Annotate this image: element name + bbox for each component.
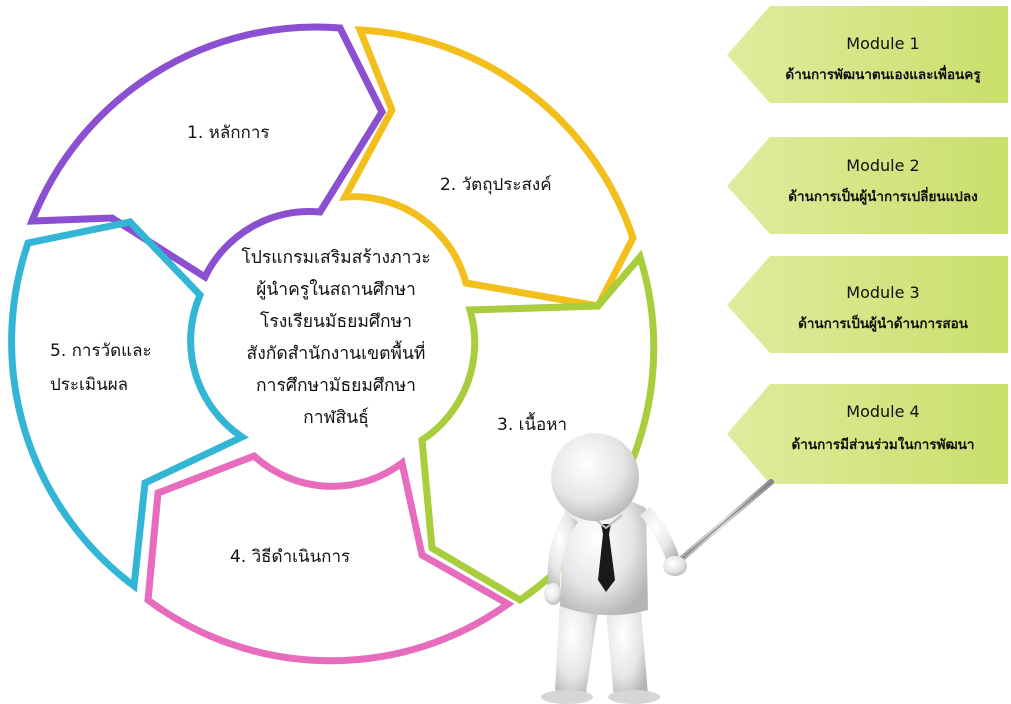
module-2-subtitle: ด้านการเป็นผู้นำการเปลี่ยนแปลง <box>788 186 977 205</box>
segment-1-label: 1. หลักการ <box>187 123 270 143</box>
module-1-subtitle: ด้านการพัฒนาตนเองและเพื่อนครู <box>785 64 981 83</box>
segment-5-arrow <box>8 218 250 593</box>
module-2-title: Module 2 <box>846 156 919 175</box>
module-4-banner: Module 4 ด้านการมีส่วนร่วมในการพัฒนา <box>727 384 1008 484</box>
center-text-line-4: สังกัดสำนักงานเขตพื้นที่ <box>247 340 426 364</box>
presenter-head <box>551 433 639 521</box>
segment-2-label: 2. วัตถุประสงค์ <box>440 175 552 195</box>
segment-5-label-line-2: ประเมินผล <box>50 375 128 395</box>
segment-5-label-line-1: 5. การวัดและ <box>50 341 152 361</box>
module-1-title: Module 1 <box>846 34 919 53</box>
module-3-subtitle: ด้านการเป็นผู้นำด้านการสอน <box>798 314 969 332</box>
center-circle <box>220 219 452 451</box>
segment-4-arrow <box>144 451 515 665</box>
segment-4-label: 4. วิธีดำเนินการ <box>230 547 350 567</box>
module-3-banner: Module 3 ด้านการเป็นผู้นำด้านการสอน <box>727 256 1008 353</box>
center-text-line-2: ผู้นำครูในสถานศึกษา <box>256 279 416 300</box>
module-4-subtitle: ด้านการมีส่วนร่วมในการพัฒนา <box>792 436 975 453</box>
module-1-banner: Module 1 ด้านการพัฒนาตนเองและเพื่อนครู <box>727 6 1008 103</box>
segment-3-arrow <box>418 249 658 605</box>
tie-icon <box>598 524 615 592</box>
center-text-line-5: การศึกษามัธยมศึกษา <box>256 376 416 396</box>
center-text-line-6: กาฬสินธุ์ <box>303 407 369 428</box>
segment-1-arrow <box>26 23 387 283</box>
module-4-title: Module 4 <box>846 402 919 421</box>
presenter-figure <box>541 433 774 704</box>
segment-2-arrow <box>338 26 637 310</box>
center-text-line-1: โปรแกรมเสริมสร้างภาวะ <box>241 247 430 268</box>
module-3-title: Module 3 <box>846 283 919 302</box>
center-text-line-3: โรงเรียนมัธยมศึกษา <box>260 311 412 332</box>
module-2-banner: Module 2 ด้านการเป็นผู้นำการเปลี่ยนแปลง <box>727 137 1008 234</box>
segment-3-label: 3. เนื้อหา <box>497 412 567 435</box>
